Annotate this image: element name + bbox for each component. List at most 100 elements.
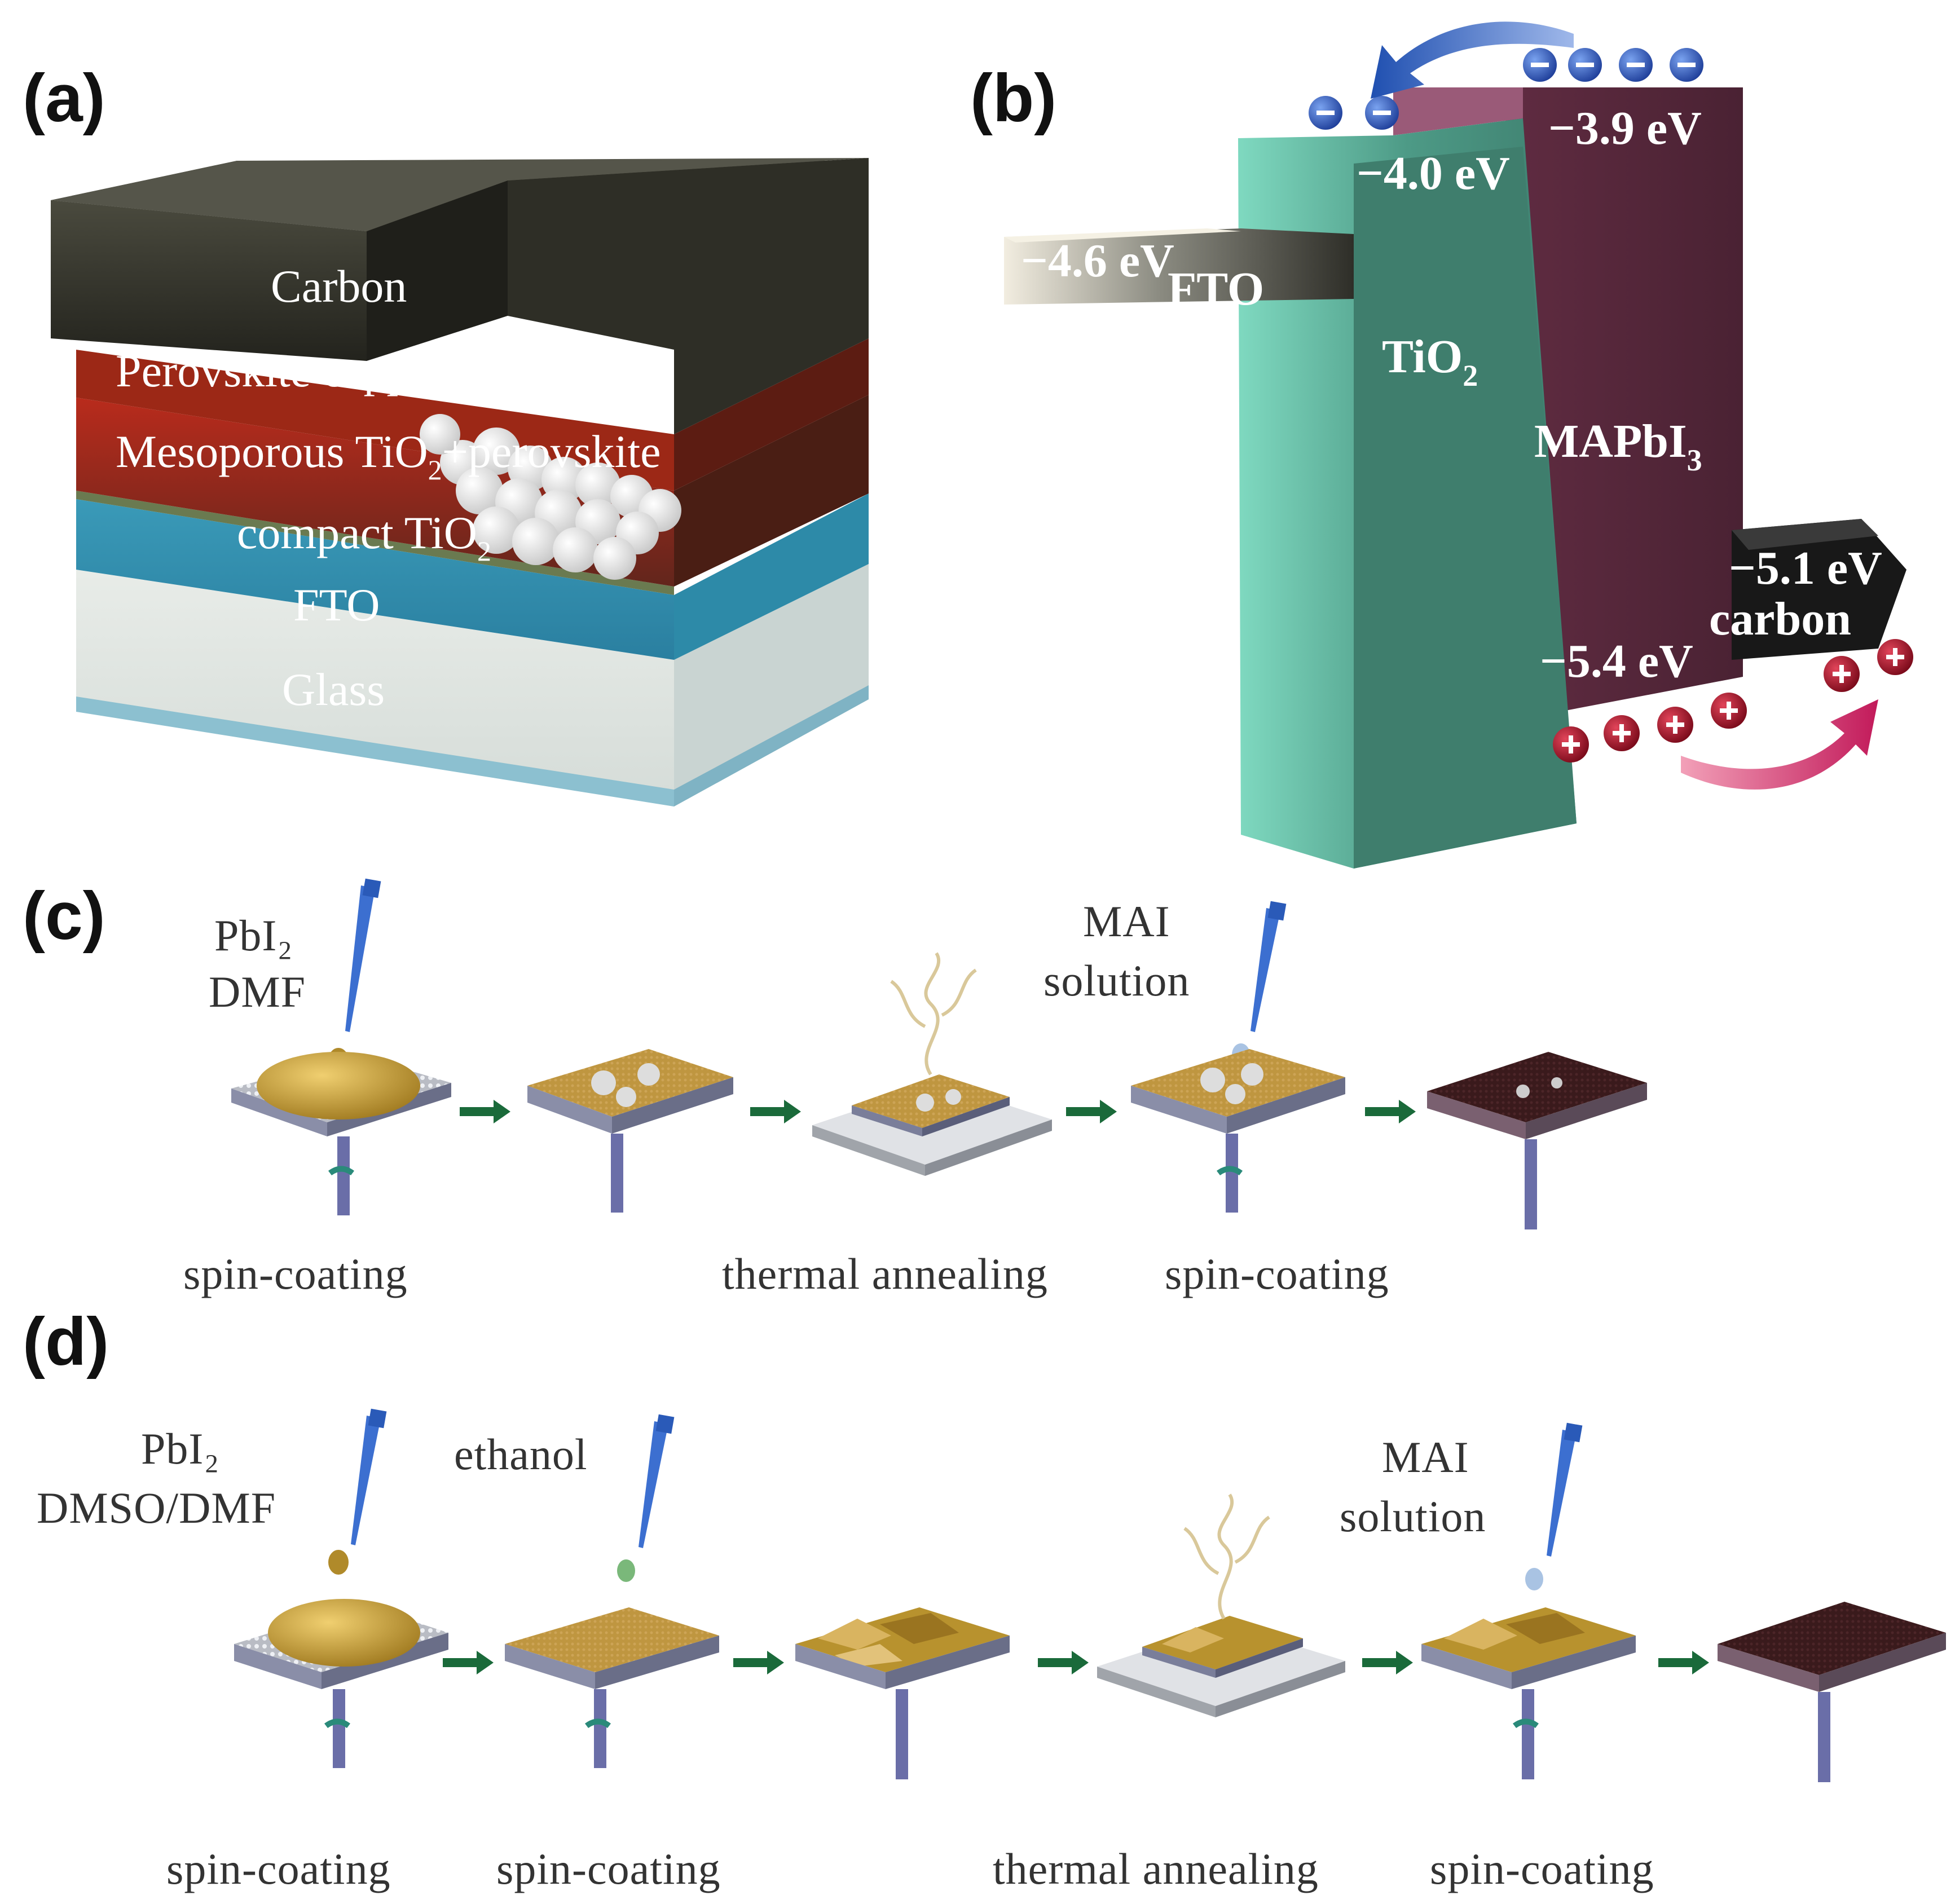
fto-band <box>1004 228 1354 305</box>
arrow-icon <box>1066 1100 1117 1123</box>
hole-icon <box>1657 707 1693 743</box>
substrate-2 <box>505 1607 719 1768</box>
electrons-tio2 <box>1309 96 1399 130</box>
electron-transfer-arrow <box>1371 21 1574 99</box>
substrate-1 <box>231 1052 451 1215</box>
carbon-right-top <box>508 158 869 434</box>
arrow-icon <box>750 1100 801 1123</box>
reagent-mai-solution: solution <box>1340 1492 1486 1541</box>
pipette-icon <box>1547 1422 1583 1557</box>
layer-label-fto: FTO <box>293 579 380 631</box>
reagent-mai: MAI <box>1382 1433 1469 1482</box>
substrate-6 <box>1718 1602 1946 1782</box>
substrate-5 <box>1421 1607 1636 1779</box>
substrate-4 <box>1131 1049 1345 1213</box>
ethanol-droplet <box>617 1559 635 1582</box>
tio2-nanoparticles <box>420 414 681 580</box>
layer-label-carbon: Carbon <box>271 261 407 312</box>
panel-label-c: (c) <box>23 878 105 954</box>
electron-icon <box>1619 48 1653 82</box>
mapbi3-homo-level: −5.4 eV <box>1540 635 1693 687</box>
compact-tio2-layer <box>76 491 674 595</box>
reagent-pbi2: PbI₂ <box>141 1424 220 1473</box>
electrons-mapbi3 <box>1523 48 1703 82</box>
layer-label-compact: compact TiO2 <box>237 507 491 567</box>
tio2-cb-level: −4.0 eV <box>1357 147 1510 200</box>
arrow-icon <box>1365 1100 1416 1123</box>
carbon-band-top <box>1732 519 1878 550</box>
reagent-ethanol: ethanol <box>454 1430 588 1479</box>
carbon-level: −5.1 eV <box>1729 542 1882 594</box>
substrate-4-hotplate <box>1097 1493 1345 1717</box>
electron-icon <box>1365 96 1399 130</box>
substrate-1 <box>234 1599 448 1768</box>
fto-level: −4.6 eV <box>1021 235 1174 287</box>
substrate-2 <box>527 1049 733 1213</box>
layer-label-mesoporous: Mesoporous TiO2+perovskite <box>116 426 661 486</box>
mapbi3-band-top <box>1393 87 1523 135</box>
fto-label: FTO <box>1168 263 1264 315</box>
carbon-cut-wall <box>367 180 508 361</box>
mesoporous-side <box>674 395 869 587</box>
carbon-top-slab <box>51 158 869 231</box>
arrow-icon <box>733 1651 784 1674</box>
carbon-label: carbon <box>1709 593 1851 645</box>
fto-band-top <box>1004 228 1241 243</box>
fto-side <box>674 493 869 660</box>
glass-layer <box>76 570 674 806</box>
hole-transfer-arrow <box>1681 699 1878 790</box>
glass-side <box>674 564 869 806</box>
panel-label-b: (b) <box>970 60 1056 136</box>
step-label-spin-coating-2: spin-coating <box>496 1844 721 1893</box>
mapbi3-lumo-level: −3.9 eV <box>1548 102 1702 155</box>
substrate-5 <box>1427 1052 1647 1229</box>
step-label-spin-coating-1: spin-coating <box>183 1249 408 1298</box>
hole-icon <box>1824 656 1860 692</box>
step-label-spin-coating-1: spin-coating <box>166 1844 391 1893</box>
arrow-icon <box>1658 1651 1709 1674</box>
holes-carbon <box>1824 639 1913 692</box>
hole-icon <box>1553 726 1589 763</box>
panel-a: (a) <box>23 60 869 806</box>
electron-icon <box>1523 48 1557 82</box>
holes-mapbi3 <box>1553 693 1747 763</box>
capping-side <box>674 338 869 491</box>
reagent-mai-solution: solution <box>1043 956 1190 1005</box>
fto-layer <box>76 499 674 660</box>
vapor-icon <box>890 952 977 1076</box>
layer-label-capping: Perovskite capping-layer <box>116 345 576 396</box>
mapbi3-band <box>1393 87 1743 722</box>
layer-label-glass: Glass <box>282 664 385 715</box>
reagent-dmf: DMF <box>209 967 306 1016</box>
panel-d: (d) PbI₂ DMSO/DMF ethanol MAI solution <box>23 1304 1946 1893</box>
hole-icon <box>1604 715 1640 751</box>
panel-b: (b) <box>970 21 1913 869</box>
panel-label-a: (a) <box>23 60 105 136</box>
substrate-3 <box>795 1607 1010 1779</box>
reagent-mai: MAI <box>1083 897 1170 946</box>
step-label-spin-coating-3: spin-coating <box>1430 1844 1654 1893</box>
step-label-thermal-annealing: thermal annealing <box>993 1844 1319 1893</box>
mapbi3-label: MAPbI3 <box>1534 415 1702 477</box>
arrow-icon <box>1038 1651 1089 1674</box>
reagent-pbi2: PbI₂ <box>214 911 293 960</box>
carbon-layer-front <box>51 200 367 361</box>
tio2-band-side <box>1354 147 1577 869</box>
arrow-icon <box>460 1100 510 1123</box>
electron-icon <box>1309 96 1342 130</box>
vapor-icon <box>1183 1493 1270 1620</box>
hole-icon <box>1877 639 1913 675</box>
step-label-spin-coating-2: spin-coating <box>1165 1249 1389 1298</box>
pipette-icon <box>639 1414 675 1548</box>
arrow-icon <box>443 1651 494 1674</box>
carbon-band <box>1732 519 1906 660</box>
hole-icon <box>1711 693 1747 729</box>
tio2-label: TiO2 <box>1382 330 1478 393</box>
electron-icon <box>1670 48 1703 82</box>
pbi2-droplet <box>328 1550 349 1575</box>
step-label-thermal-annealing: thermal annealing <box>722 1249 1048 1298</box>
pipette-icon <box>351 1408 387 1545</box>
substrate-3-hotplate <box>812 952 1052 1176</box>
pipette-icon <box>345 878 381 1032</box>
